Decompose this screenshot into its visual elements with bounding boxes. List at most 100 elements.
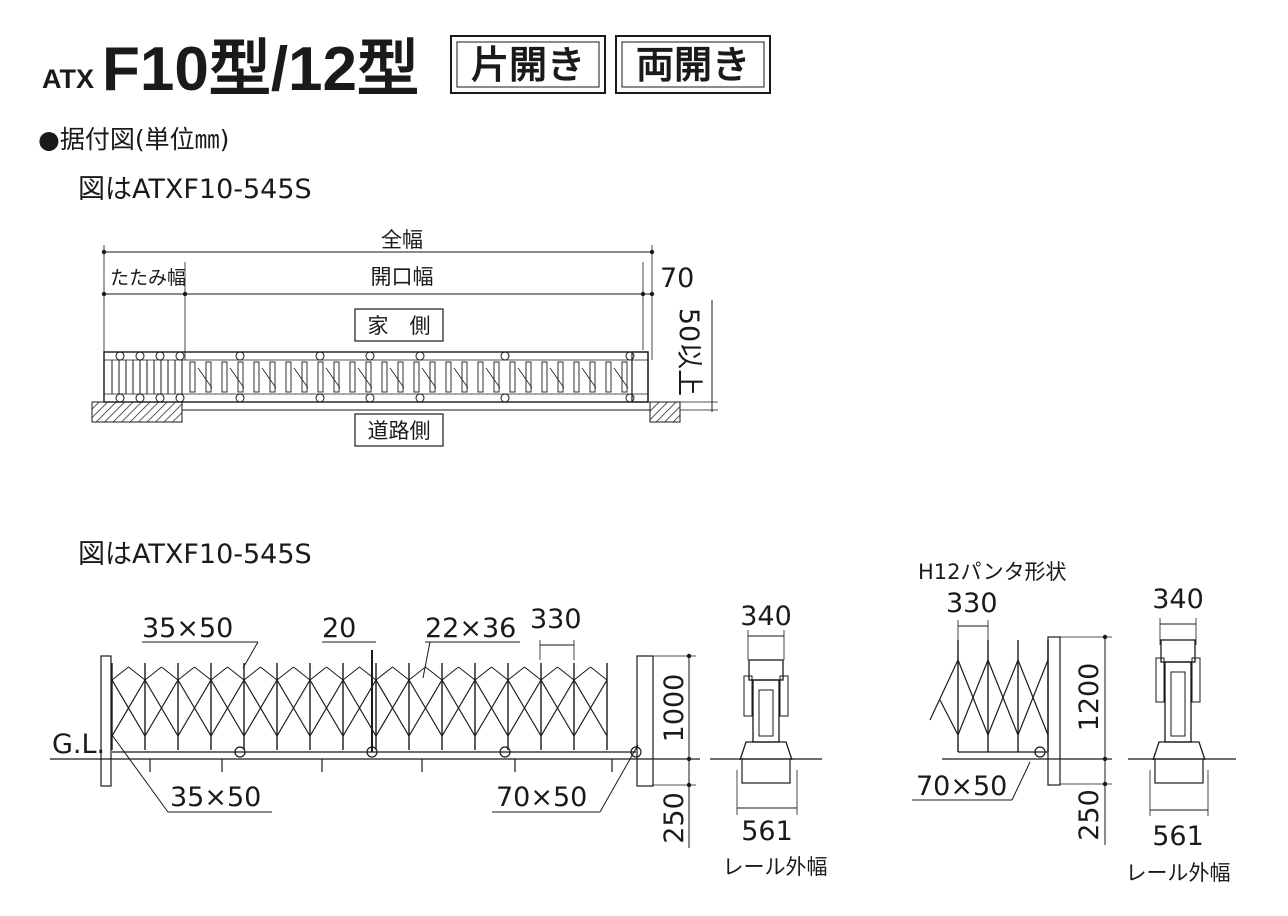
- plan-lattice-bar: [589, 361, 596, 393]
- dim-dot: [1102, 756, 1108, 762]
- section-f10-top-width: 340: [740, 601, 792, 632]
- section-frame: [1164, 661, 1192, 743]
- caster-wheel: [630, 746, 642, 758]
- dim-dot: [686, 782, 692, 788]
- lattice-diagonal: [441, 679, 476, 737]
- plan-lattice-bar: [509, 361, 516, 393]
- label-330: 330: [530, 604, 582, 635]
- plan-wheel: [365, 393, 375, 403]
- lattice-diagonal: [491, 666, 509, 681]
- caster-wheel: [1034, 746, 1046, 758]
- section-f10: 340 561 レール外幅: [710, 601, 828, 879]
- leader-line: [242, 641, 259, 669]
- plan-wheel: [175, 393, 185, 403]
- dim-dot: [686, 653, 692, 659]
- plan-wheel: [235, 351, 245, 361]
- lattice-diagonal: [590, 666, 608, 681]
- plan-wheel: [155, 393, 165, 403]
- plan-wheel: [175, 351, 185, 361]
- plan-wheel: [155, 351, 165, 361]
- plan-lattice-bar: [557, 361, 564, 393]
- leader-line: [599, 744, 639, 813]
- plan-lattice-bar: [317, 361, 324, 393]
- plan-wheel: [500, 351, 510, 361]
- plan-lattice-bar: [445, 361, 452, 393]
- plan-lattice-bar: [605, 361, 612, 393]
- lattice-diagonal: [359, 666, 377, 681]
- plan-lattice-bar: [477, 361, 484, 393]
- tag-single-swing: 片開き: [471, 45, 585, 87]
- section-h12-rail-width: 561: [1152, 821, 1204, 852]
- plan-wheel: [500, 393, 510, 403]
- lattice-diagonal: [573, 666, 591, 681]
- lattice-diagonal: [243, 679, 278, 737]
- plan-lattice-bar: [493, 361, 500, 393]
- lattice-diagonal: [557, 666, 575, 681]
- lattice-diagonal: [573, 679, 608, 737]
- section-side-plate: [1155, 657, 1165, 703]
- plan-lattice-diag: [261, 367, 277, 389]
- caster-wheel: [499, 746, 511, 758]
- tag-box-double: [615, 35, 771, 94]
- dim-dot: [686, 756, 692, 762]
- plan-lattice-bar: [253, 361, 260, 393]
- plan-wheel: [115, 351, 125, 361]
- section-side-plate: [743, 675, 753, 717]
- depth-250-label: 250: [659, 792, 690, 844]
- lattice-diagonal: [441, 666, 459, 681]
- lattice-diagonal: [309, 666, 327, 681]
- lattice-diagonal: [425, 666, 443, 681]
- plan-lattice-bar: [621, 361, 628, 393]
- plan-lattice-bar: [365, 361, 372, 393]
- lattice-diagonal: [227, 666, 245, 681]
- lattice-diagonal: [326, 666, 344, 681]
- leader-line: [111, 734, 169, 813]
- plan-lattice-diag: [421, 367, 437, 389]
- section-side-plate: [1191, 657, 1201, 703]
- lattice-diagonal: [375, 679, 410, 737]
- plan-wheel: [625, 393, 635, 403]
- lattice-diagonal: [474, 666, 492, 681]
- ground-hatch-right: [649, 401, 681, 423]
- label-20: 20: [322, 613, 356, 644]
- section-title: ●据付図(単位㎜): [38, 125, 229, 154]
- lattice-diagonal: [408, 666, 426, 681]
- label-gl: G.L.: [52, 729, 105, 760]
- lattice-diagonal: [210, 666, 228, 681]
- elevation-caption: 図はATXF10-545S: [78, 539, 312, 570]
- height-1000-label: 1000: [659, 674, 690, 743]
- section-base: [739, 741, 793, 761]
- plan-wheel: [235, 393, 245, 403]
- plan-lattice-diag: [485, 367, 501, 389]
- label-22x36: 22×36: [425, 613, 516, 644]
- caster-wheel: [234, 746, 246, 758]
- section-h12-body: [1152, 639, 1206, 784]
- model-prefix: ATX: [42, 64, 94, 94]
- plan-caption: 図はATXF10-545S: [78, 174, 312, 205]
- plan-lattice-bar: [349, 361, 356, 393]
- lattice-diagonal: [540, 666, 558, 681]
- plan-lattice-diag: [581, 367, 597, 389]
- plan-wheel: [315, 351, 325, 361]
- lattice-diagonal: [243, 666, 261, 681]
- lattice-diagonal: [177, 666, 195, 681]
- elevation-gate: [100, 650, 654, 787]
- tag-box-single-inner: [456, 41, 600, 88]
- plan-wheel: [365, 351, 375, 361]
- lattice-diagonal: [375, 666, 393, 681]
- section-f10-rail-label: レール外幅: [723, 855, 828, 879]
- ground-hatch-left: [91, 401, 183, 423]
- lattice-diagonal: [309, 679, 344, 737]
- plan-lattice-diag: [357, 367, 373, 389]
- plan-lattice-diag: [389, 367, 405, 389]
- section-frame: [752, 679, 780, 743]
- lattice-diagonal: [276, 679, 311, 737]
- plan-lattice-bar: [301, 361, 308, 393]
- plan-lattice-bar: [429, 361, 436, 393]
- h12-height-1200: 1200: [1074, 663, 1105, 732]
- leader-line: [422, 641, 431, 679]
- lattice-diagonal: [342, 666, 360, 681]
- house-side-box: [354, 308, 444, 342]
- total-width-label: 全幅: [381, 228, 423, 252]
- section-side-plate: [779, 675, 789, 717]
